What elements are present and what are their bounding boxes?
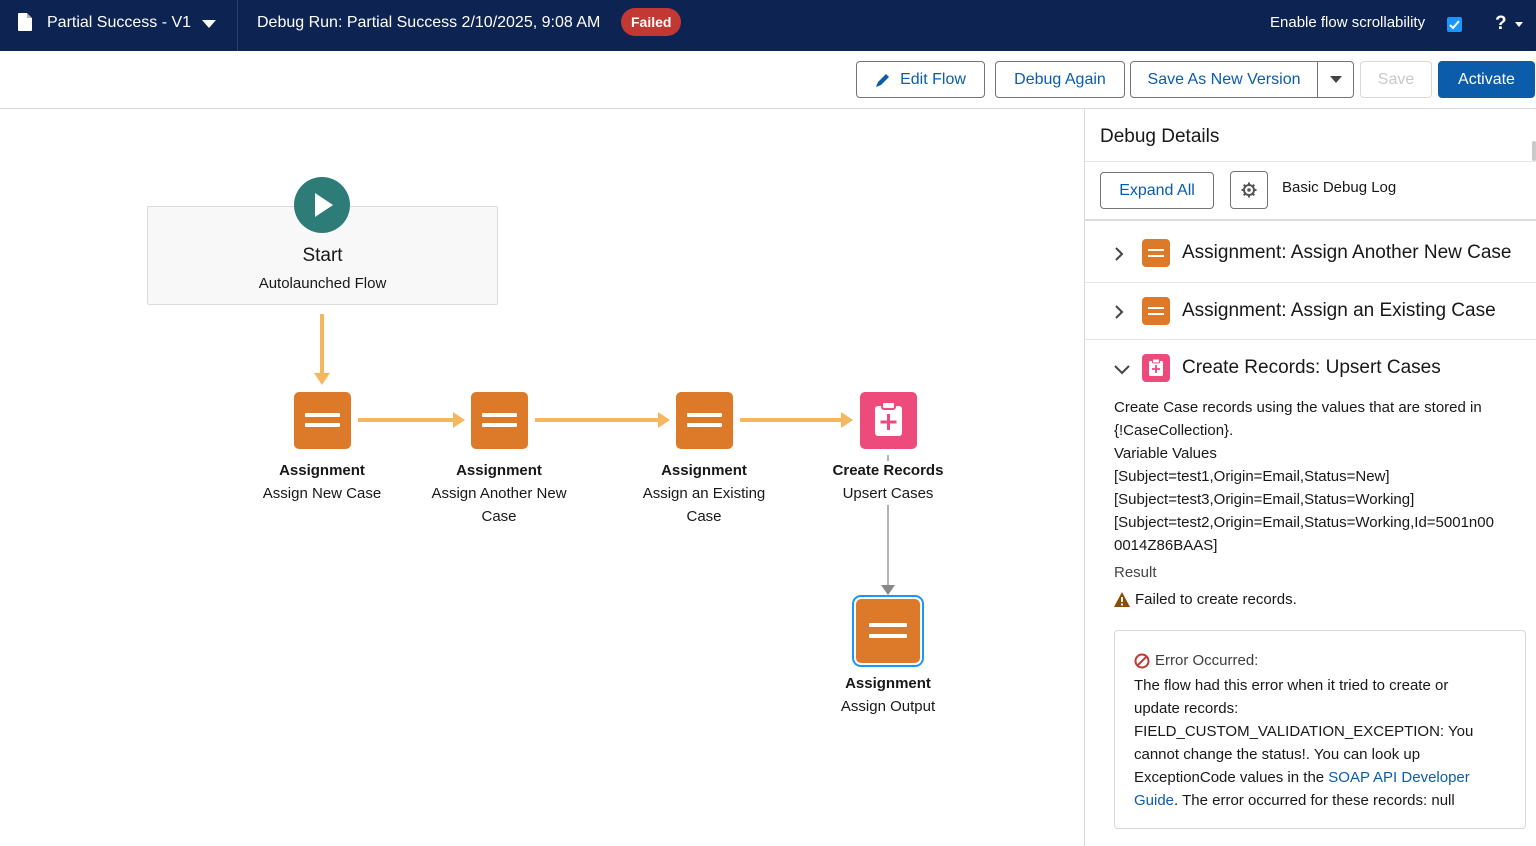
toolbar: Edit Flow Debug Again Save As New Versio…: [0, 51, 1536, 109]
save-button[interactable]: Save: [1360, 61, 1432, 98]
chevron-right-icon[interactable]: [1115, 247, 1124, 261]
debug-details-panel: Debug Details Expand All Basic Debug Log…: [1084, 109, 1536, 846]
chevron-down-icon: [1329, 75, 1342, 83]
pencil-icon: [876, 73, 890, 87]
activate-button[interactable]: Activate: [1438, 61, 1535, 98]
flow-selector[interactable]: Partial Success - V1: [0, 0, 238, 51]
node-label-assign-output: Assignment Assign Output: [840, 675, 936, 715]
panel-title: Debug Details: [1100, 126, 1220, 147]
assignment-icon[interactable]: [294, 392, 351, 449]
soap-api-guide-link[interactable]: SOAP API Developer: [1328, 769, 1470, 786]
debug-log-label: Basic Debug Log: [1282, 179, 1397, 196]
error-heading: Error Occurred:: [1134, 652, 1258, 669]
node-label-assign-new-case: Assignment Assign New Case: [262, 462, 382, 502]
debug-again-button[interactable]: Debug Again: [995, 61, 1125, 98]
assignment-icon[interactable]: [676, 392, 733, 449]
soap-api-guide-link-cont[interactable]: Guide: [1134, 792, 1175, 809]
flow-title: Partial Success - V1: [47, 14, 192, 31]
debug-section-upsert-cases[interactable]: Create Records: Upsert Cases: [1085, 340, 1536, 397]
assignment-icon: [1142, 297, 1170, 325]
top-bar: Partial Success - V1 Debug Run: Partial …: [0, 0, 1536, 51]
play-icon[interactable]: [294, 177, 350, 233]
connectors: [314, 314, 895, 595]
edit-flow-button[interactable]: Edit Flow: [856, 61, 985, 98]
error-box: Error Occurred: The flow had this error …: [1114, 630, 1526, 829]
error-message: The flow had this error when it tried to…: [1134, 677, 1474, 809]
warning-icon: [1114, 592, 1130, 607]
start-subtitle: Autolaunched Flow: [258, 275, 387, 292]
status-badge: Failed: [621, 8, 682, 36]
assignment-icon[interactable]: [471, 392, 528, 449]
save-options-button[interactable]: [1317, 61, 1354, 98]
assignment-icon: [1142, 239, 1170, 267]
divider: [1085, 161, 1536, 162]
scrollability-label: Enable flow scrollability: [1270, 14, 1426, 31]
edit-flow-label: Edit Flow: [900, 70, 966, 88]
divider: [1085, 339, 1536, 340]
gear-icon[interactable]: [1230, 171, 1268, 209]
section-title: Assignment: Assign an Existing Case: [1182, 300, 1496, 321]
chevron-down-icon[interactable]: [1114, 365, 1130, 375]
scrollability-checkbox[interactable]: [1447, 17, 1462, 32]
help-chevron-down-icon[interactable]: [1515, 22, 1523, 27]
scrollbar[interactable]: [1532, 141, 1536, 161]
error-icon: [1134, 653, 1150, 668]
chevron-right-icon[interactable]: [1115, 305, 1124, 319]
document-icon: [18, 13, 32, 31]
chevron-down-icon[interactable]: [202, 20, 216, 28]
node-label-assign-another-new-case: Assignment Assign Another New Case: [431, 462, 567, 525]
detail-text: Create Case records using the values tha…: [1114, 399, 1494, 554]
debug-section-assign-existing-case[interactable]: Assignment: Assign an Existing Case: [1085, 283, 1536, 340]
node-label-assign-existing-case: Assignment Assign an Existing Case: [642, 462, 766, 525]
debug-section-assign-another-new-case[interactable]: Assignment: Assign Another New Case: [1085, 225, 1536, 282]
create-records-icon[interactable]: [860, 392, 917, 449]
divider: [1085, 282, 1536, 283]
help-icon[interactable]: ?: [1495, 13, 1507, 34]
section-title: Assignment: Assign Another New Case: [1182, 242, 1512, 263]
debug-run-title: Debug Run: Partial Success 2/10/2025, 9:…: [257, 14, 601, 31]
check-icon: [1449, 20, 1460, 30]
save-as-new-version-button[interactable]: Save As New Version: [1130, 61, 1318, 98]
flow-canvas[interactable]: Start Autolaunched Flow Assignment Assig…: [0, 109, 1084, 846]
node-label-upsert-cases: Create Records Upsert Cases: [832, 462, 944, 502]
section-title: Create Records: Upsert Cases: [1182, 357, 1441, 378]
create-records-icon: [1142, 354, 1170, 382]
start-title: Start: [302, 245, 343, 266]
result-label: Result: [1114, 564, 1157, 581]
divider: [1085, 219, 1536, 221]
result-text: Failed to create records.: [1114, 591, 1297, 608]
expand-all-button[interactable]: Expand All: [1100, 172, 1214, 209]
assignment-icon[interactable]: [852, 595, 924, 667]
